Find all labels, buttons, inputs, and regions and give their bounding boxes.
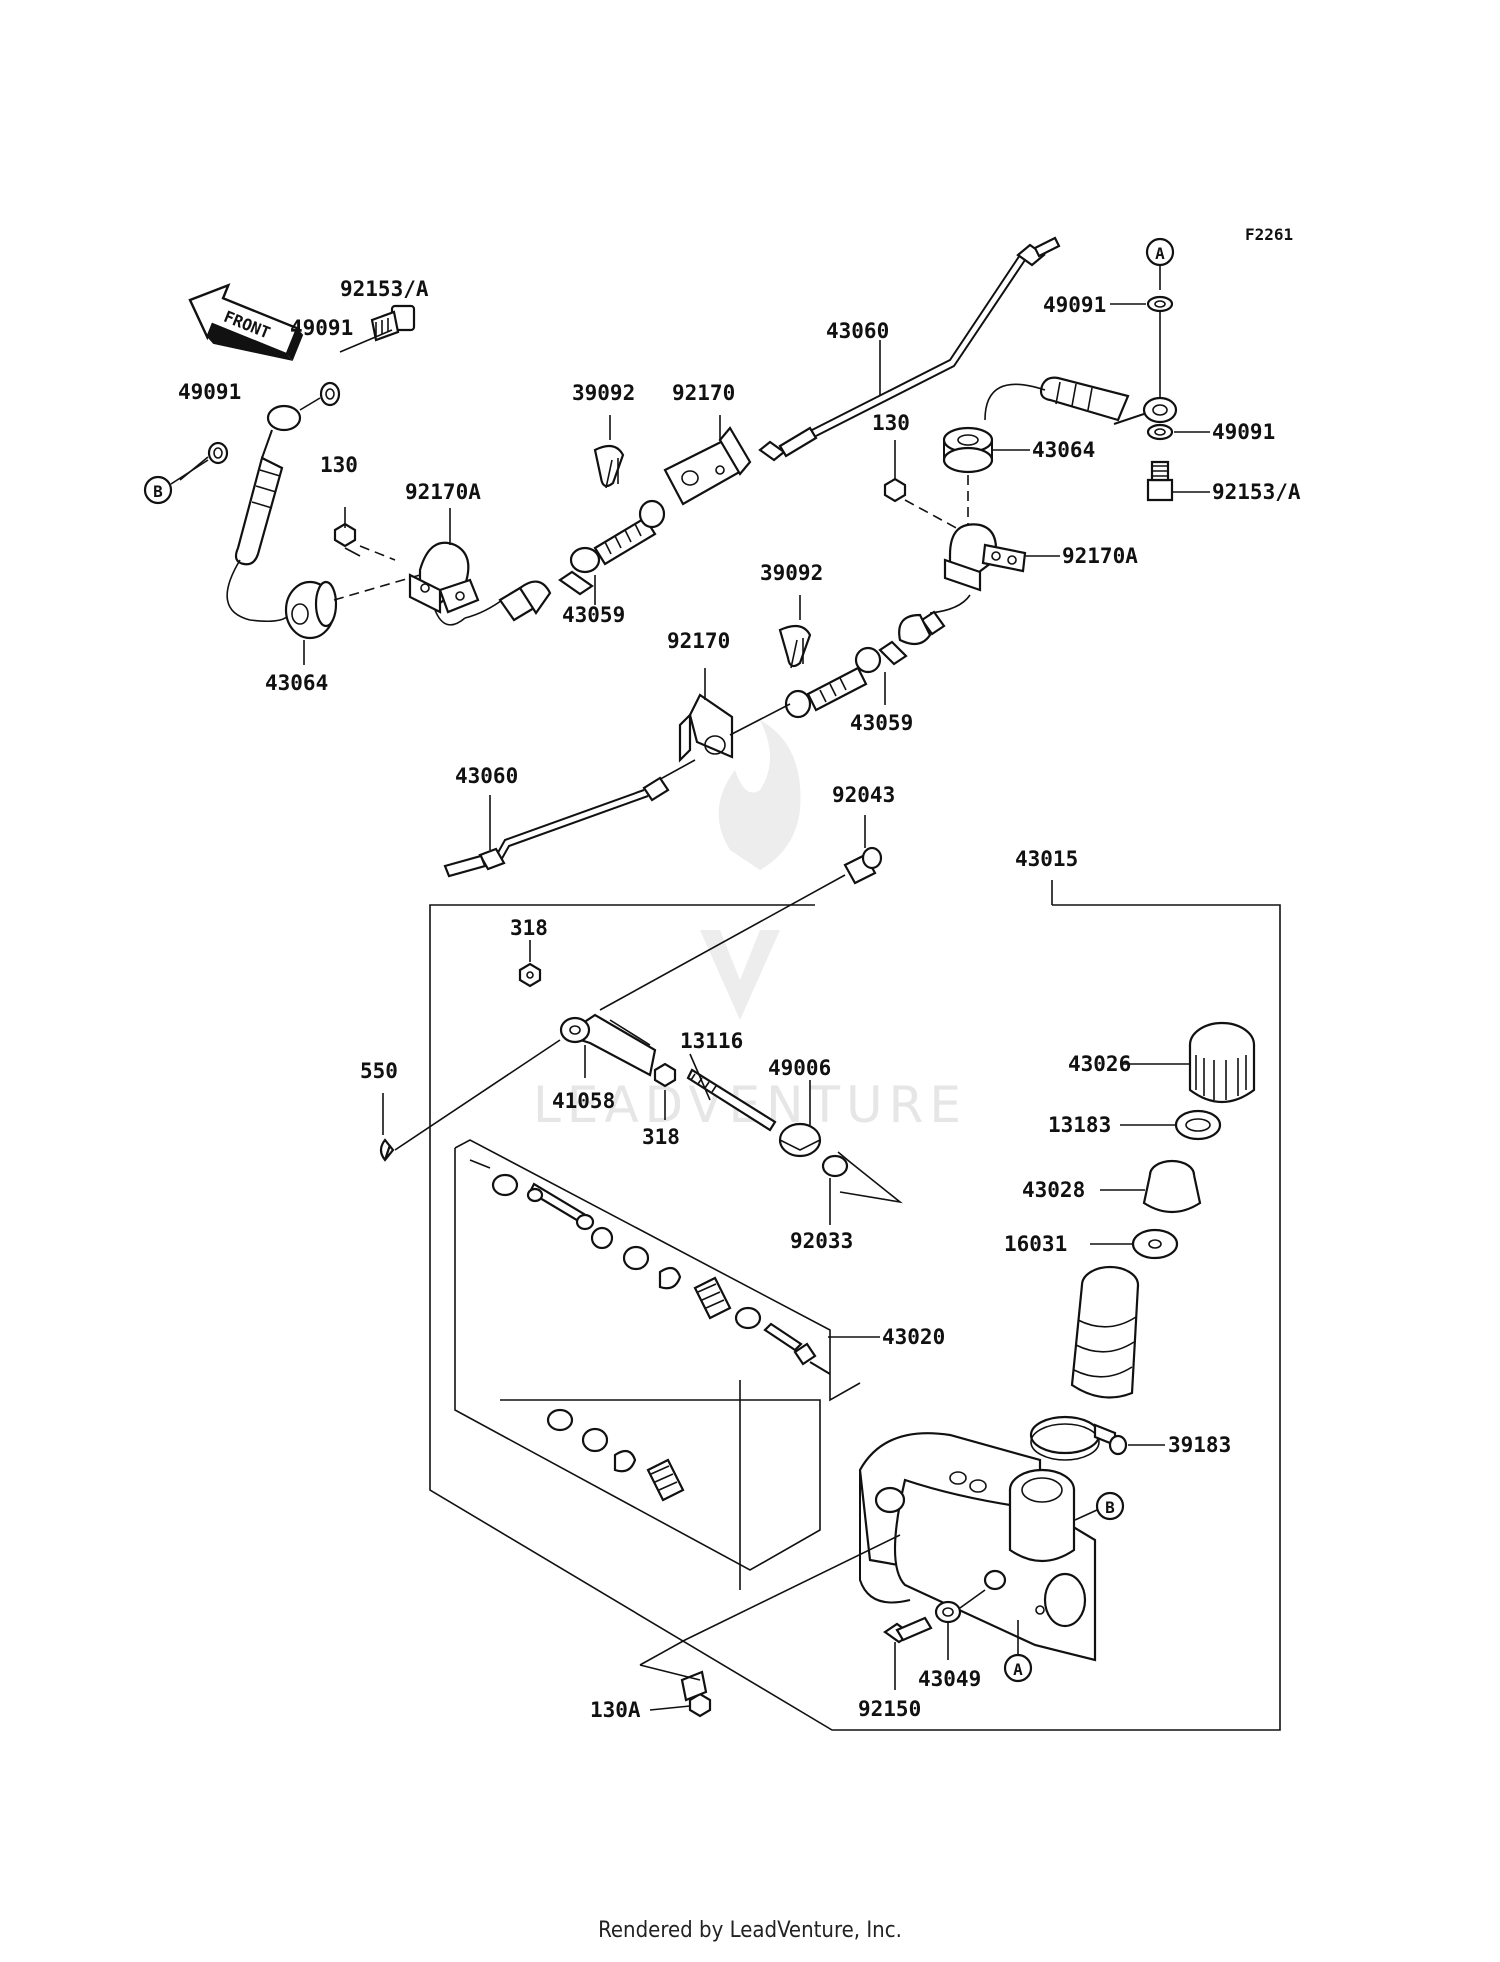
boot-49006 <box>778 1122 822 1158</box>
banjo-bolt-left <box>370 304 416 342</box>
label-92150: 92150 <box>858 1697 921 1721</box>
reservoir-cap-43026 <box>1188 1021 1256 1103</box>
left-hose-assembly <box>179 236 1061 665</box>
bolt-130-left <box>333 522 361 557</box>
hose-clamp-39183 <box>1029 1415 1128 1461</box>
pin-92043 <box>843 846 883 885</box>
diaphragm-43028 <box>1142 1159 1202 1214</box>
label-43059-middle: 43059 <box>850 711 913 735</box>
label-43026: 43026 <box>1068 1052 1131 1076</box>
float-16031 <box>1131 1228 1179 1260</box>
nut-318-bottom <box>653 1062 677 1088</box>
label-49091-left-lower: 49091 <box>178 380 241 404</box>
marker-a-top: A <box>1145 237 1175 267</box>
label-130A: 130A <box>590 1698 641 1722</box>
master-cylinder-body <box>858 1432 1097 1662</box>
grommet-43064-right <box>942 426 994 474</box>
label-39092-top: 39092 <box>572 381 635 405</box>
plate-13183 <box>1174 1109 1222 1141</box>
clamp-92170A-left <box>408 541 480 614</box>
label-49091-right-lower: 49091 <box>1212 420 1275 444</box>
grommet-43064-left <box>284 580 338 640</box>
label-92033: 92033 <box>790 1229 853 1253</box>
pushrod-13116 <box>686 1068 777 1132</box>
cotter-pin-550 <box>379 1138 395 1162</box>
label-92153A-left: 92153/A <box>340 277 429 301</box>
label-318-bottom: 318 <box>642 1125 680 1149</box>
label-13183: 13183 <box>1048 1113 1111 1137</box>
piston-kit-parts-lower <box>546 1408 685 1502</box>
marker-b-left: B <box>143 475 173 505</box>
label-43064-right: 43064 <box>1032 438 1095 462</box>
figure-code: F2261 <box>1245 225 1293 244</box>
label-16031: 16031 <box>1004 1232 1067 1256</box>
label-92043: 92043 <box>832 783 895 807</box>
label-43060-top: 43060 <box>826 319 889 343</box>
banjo-fitting-left <box>266 404 302 432</box>
label-13116: 13116 <box>680 1029 743 1053</box>
label-43028: 43028 <box>1022 1178 1085 1202</box>
label-550: 550 <box>360 1059 398 1083</box>
washer-43049 <box>934 1600 962 1624</box>
label-49091-right-upper: 49091 <box>1043 293 1106 317</box>
master-cylinder-assembly: B A <box>379 815 1281 1731</box>
pipe-43060-bottom <box>443 759 696 878</box>
washer-49091-left-lower <box>207 441 229 465</box>
marker-a-lower: A <box>1003 1653 1033 1683</box>
label-43064-left: 43064 <box>265 671 328 695</box>
label-43015: 43015 <box>1015 847 1078 871</box>
nut-318-top <box>518 962 542 988</box>
clevis-41058 <box>559 1013 657 1077</box>
label-49006: 49006 <box>768 1056 831 1080</box>
label-49091-left-upper: 49091 <box>290 316 353 340</box>
hose-sleeve-left <box>234 456 284 566</box>
clip-39092-middle <box>778 624 812 669</box>
label-92153A-right: 92153/A <box>1212 480 1301 504</box>
hose-sleeve-right <box>1039 376 1130 422</box>
washer-49091-right-lower <box>1146 423 1174 441</box>
label-92170-top: 92170 <box>672 381 735 405</box>
label-43020: 43020 <box>882 1325 945 1349</box>
watermark: LEADVENTURE <box>533 720 961 1134</box>
bracket-92170-middle <box>678 693 734 763</box>
right-hose-assembly: A <box>443 237 1210 878</box>
bolt-130-right <box>883 477 907 503</box>
bracket-92170-top <box>663 426 752 506</box>
piston-kit-parts-upper <box>491 1173 831 1375</box>
label-43060-bottom: 43060 <box>455 764 518 788</box>
label-92170A-right: 92170A <box>1062 544 1138 568</box>
label-318-top: 318 <box>510 916 548 940</box>
washer-49091-right-upper <box>1146 295 1174 313</box>
label-39092-middle: 39092 <box>760 561 823 585</box>
label-130-left: 130 <box>320 453 358 477</box>
label-41058: 41058 <box>552 1089 615 1113</box>
clamp-92170A-right <box>943 523 1027 592</box>
pipe-43060-top <box>758 236 1061 462</box>
label-39183: 39183 <box>1168 1433 1231 1457</box>
banjo-bolt-right <box>1146 460 1174 502</box>
banjo-fitting-right <box>1142 396 1178 424</box>
fitting-43059-middle <box>784 610 946 719</box>
svg-text:A: A <box>1155 244 1165 263</box>
svg-text:B: B <box>1105 1498 1115 1517</box>
reservoir-hose <box>1070 1265 1140 1399</box>
part-labels: 92153/A 49091 49091 130 92170A 43064 390… <box>178 277 1301 1722</box>
label-43059-top: 43059 <box>562 603 625 627</box>
svg-text:A: A <box>1013 1660 1023 1679</box>
label-130-right: 130 <box>872 411 910 435</box>
bolt-130A <box>680 1670 712 1718</box>
label-92170A-left: 92170A <box>405 480 481 504</box>
footer-credit: Rendered by LeadVenture, Inc. <box>598 1918 902 1943</box>
bolt-92150 <box>883 1616 933 1644</box>
snap-ring-92033 <box>821 1154 849 1178</box>
fitting-43059-top <box>498 499 666 622</box>
svg-text:B: B <box>153 482 163 501</box>
clip-39092-top <box>593 444 625 489</box>
label-92170-middle: 92170 <box>667 629 730 653</box>
washer-49091-left-upper <box>319 381 341 407</box>
label-43049: 43049 <box>918 1667 981 1691</box>
marker-b-lower: B <box>1095 1491 1125 1521</box>
